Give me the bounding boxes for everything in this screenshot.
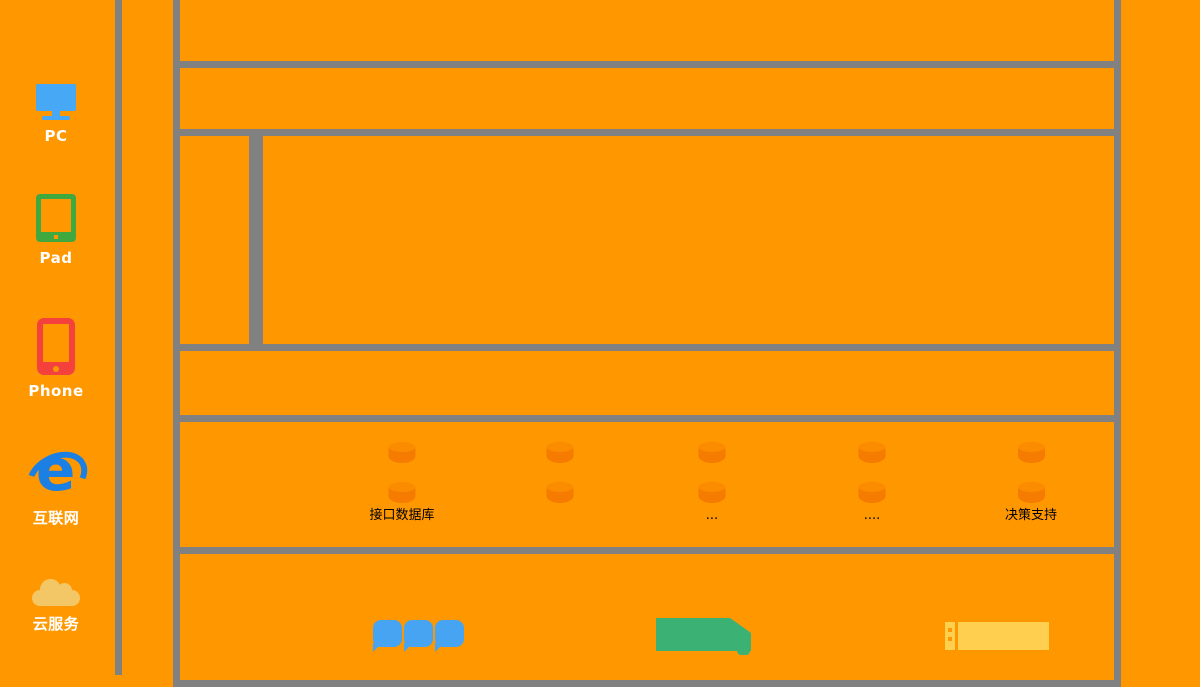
pc-monitor-icon [36,84,76,120]
database-icon [698,442,726,463]
blue-bubble-icon [435,620,464,652]
database-icon [388,442,416,463]
sidebar-item-phone: Phone [0,318,112,400]
sidebar-label-cloud: 云服务 [32,615,80,633]
database-group-3: ... [698,442,726,523]
sidebar-item-pad: Pad [0,194,112,267]
database-icon [388,482,416,503]
database-icon [546,482,574,503]
diagram-row-3-main-cell [256,129,1121,351]
database-icon [546,442,574,463]
sidebar-label-internet: 互联网 [32,509,80,527]
database-group-5: 决策支持 [1005,442,1057,522]
blue-bubble-icon [373,620,402,652]
diagram-row-database-layer: 接口数据库 ... .... 决策支持 [173,415,1121,554]
database-group-1: 接口数据库 [369,442,435,523]
tablet-icon [36,194,76,242]
database-group-2 [546,442,574,509]
database-icon [1017,442,1045,463]
cloud-icon [32,579,80,606]
sidebar-label-pad: Pad [39,249,73,267]
diagram-row-4 [173,344,1121,422]
database-group-label: .... [863,508,881,523]
blue-bubble-icon [404,620,433,652]
sidebar-item-pc: PC [0,84,112,145]
blue-bubble-cluster [373,620,464,652]
diagram-row-1 [173,0,1121,68]
smartphone-icon [37,318,75,375]
internet-explorer-icon: e [17,436,97,513]
database-icon [1017,482,1045,503]
vertical-spine-line [115,0,122,675]
sidebar-item-cloud: 云服务 [0,576,112,634]
sidebar-item-internet: e 互联网 [0,436,112,528]
database-group-4: .... [858,442,886,523]
sidebar-label-phone: Phone [28,382,84,400]
diagram-row-3-left-cell [173,129,256,351]
sidebar-label-pc: PC [44,127,68,145]
diagram-row-2 [173,61,1121,136]
green-truck-icon [656,618,751,655]
database-group-label: 决策支持 [1004,508,1058,523]
diagram-row-3 [173,129,1121,351]
database-group-label: 接口数据库 [369,508,435,523]
database-group-label: ... [705,508,719,523]
database-icon [698,482,726,503]
diagram-row-bottom-layer [173,547,1121,687]
database-icon [858,442,886,463]
yellow-server-rack-icon [945,622,1049,650]
database-icon [858,482,886,503]
